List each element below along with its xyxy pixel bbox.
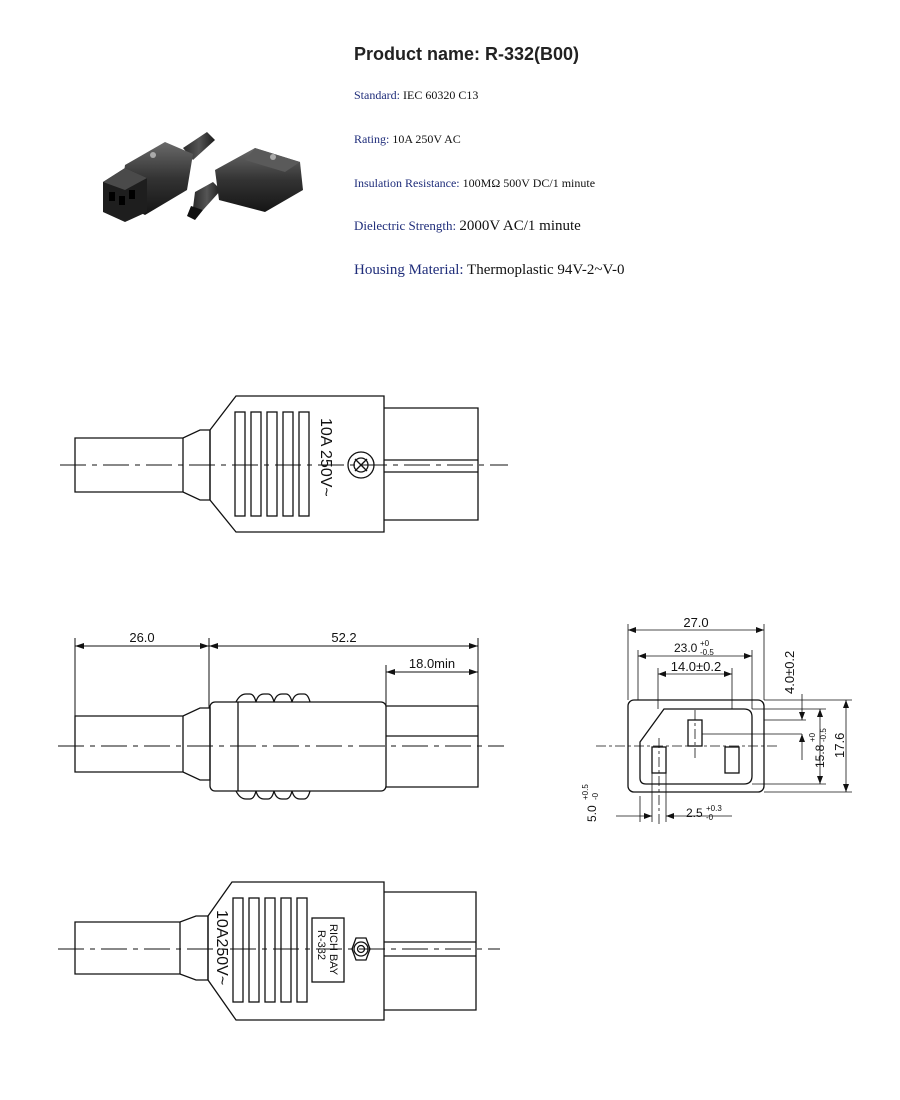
spec-dielectric-strength: Dielectric Strength: 2000V AC/1 minute: [354, 218, 581, 235]
spec-value: 100MΩ 500V DC/1 minute: [462, 176, 596, 190]
dim-slot-spacing: 14.0±0.2: [671, 659, 722, 674]
dim-total-length: 52.2: [331, 630, 356, 645]
dim-face-width: 27.0: [683, 615, 708, 630]
product-title: Product name: R-332(B00): [354, 44, 580, 64]
dim-face-height: 17.6: [832, 733, 847, 758]
rating-marking: 10A 250V~: [317, 418, 334, 497]
grip-ribs: [234, 411, 310, 517]
spec-label: Rating:: [354, 132, 393, 146]
spec-label: Standard:: [354, 88, 403, 102]
body-outline: [209, 395, 385, 533]
spec-value: IEC 60320 C13: [403, 88, 479, 102]
dimension-lines: [74, 638, 479, 716]
dim-inner-width: 23.0: [674, 641, 698, 655]
product-photo: [103, 132, 303, 222]
dim-tolerance-lower: -0.5: [700, 648, 714, 657]
spec-label: Dielectric Strength:: [354, 218, 460, 233]
dim-tolerance-upper: +0: [808, 732, 817, 742]
dim-tolerance-upper: +0.3: [706, 804, 722, 813]
spec-standard: Standard: IEC 60320 C13: [354, 88, 478, 103]
dim-top-offset: 4.0±0.2: [782, 651, 797, 694]
dim-tolerance-upper: +0.5: [581, 784, 590, 800]
dim-value: 15.8: [813, 744, 827, 768]
rating-marking: 10A250V~: [213, 910, 230, 985]
side-view-drawing: 26.0 52.2 18.0min: [58, 630, 504, 800]
pin-slot-right: [724, 746, 740, 774]
dim-tolerance-lower: -0: [591, 792, 600, 800]
dim-plug-min: 18.0min: [409, 656, 455, 671]
dim-left-offset: 5.0: [585, 805, 599, 822]
dim-tolerance-lower: -0: [706, 813, 714, 822]
top-view-drawing: 10A 250V~: [60, 395, 508, 533]
model-number: R-332: [315, 930, 327, 960]
dimension-lines: [596, 624, 852, 825]
socket-cavity: [639, 708, 753, 785]
dim-value: 2.5: [686, 806, 703, 820]
dim-cable-length: 26.0: [129, 630, 154, 645]
spec-housing-material: Housing Material: Thermoplastic 94V-2~V-…: [354, 262, 624, 279]
spec-value: Thermoplastic 94V-2~V-0: [467, 262, 625, 278]
dim-tolerance-lower: -0.5: [819, 728, 828, 742]
dim-inner-height: 15.8: [813, 744, 827, 768]
dim-pin-width: 2.5: [686, 806, 703, 820]
bottom-view-drawing: 10A250V~ RICH BAY R-332: [58, 881, 500, 1021]
dim-value: 23.0: [674, 641, 698, 655]
brand-plate: [311, 917, 345, 983]
front-view-drawing: 27.0 23.0 +0 -0.5 14.0±0.2 4.0±0.2 15.8 …: [581, 615, 852, 825]
spec-insulation-resistance: Insulation Resistance: 100MΩ 500V DC/1 m…: [354, 176, 595, 191]
brand-name: RICH BAY: [327, 924, 339, 976]
spec-label: Housing Material:: [354, 262, 468, 278]
dim-value: 5.0: [585, 805, 599, 822]
spec-value: 2000V AC/1 minute: [459, 218, 581, 234]
plug-head-outline: [384, 407, 479, 521]
dim-tolerance-upper: +0: [700, 639, 710, 648]
spec-label: Insulation Resistance:: [354, 176, 463, 190]
spec-rating: Rating: 10A 250V AC: [354, 132, 461, 147]
spec-value: 10A 250V AC: [392, 132, 461, 146]
